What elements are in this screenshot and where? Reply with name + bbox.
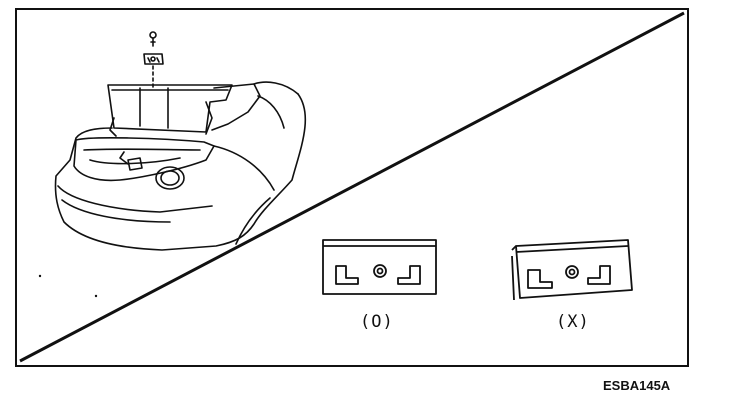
label-incorrect: (X) <box>556 312 590 332</box>
car-rear-illustration <box>54 31 307 251</box>
latch-plate-icon <box>143 53 164 65</box>
rear-window <box>211 83 261 131</box>
diagonal-divider <box>19 11 685 363</box>
tail-lamp <box>155 166 185 190</box>
car-body <box>54 93 307 251</box>
plate-incorrect <box>511 239 633 301</box>
figure-frame <box>15 8 689 367</box>
label-correct: (O) <box>360 312 394 332</box>
speck <box>94 294 98 298</box>
plate-correct <box>322 239 437 295</box>
figure-code: ESBA145A <box>603 378 671 393</box>
speck <box>38 274 42 278</box>
trunk-opening <box>73 137 215 182</box>
screw-icon <box>149 31 157 47</box>
trunk-lid <box>107 84 233 133</box>
